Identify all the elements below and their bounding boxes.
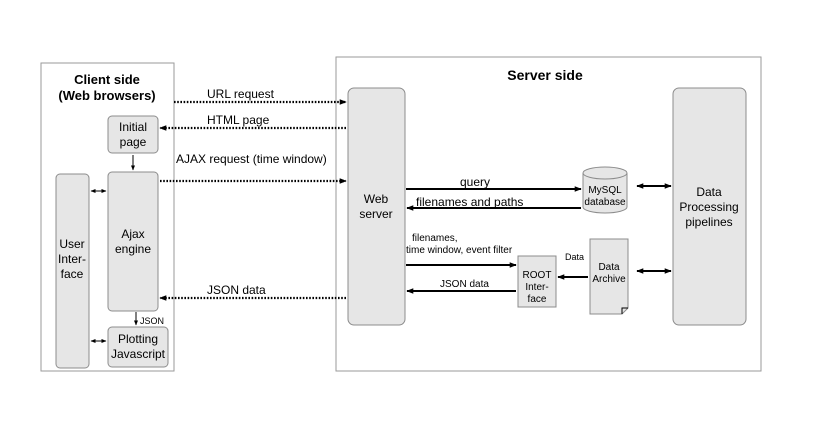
ajax-engine-node xyxy=(107,171,159,312)
user-interface-node xyxy=(55,173,90,369)
json-data-server-label: JSON data xyxy=(440,279,489,290)
user-interface-label-3: face xyxy=(61,267,84,281)
filter-label-2: time window, event filter xyxy=(406,245,513,256)
data-small-label: Data xyxy=(565,252,584,262)
query-label: query xyxy=(460,175,490,189)
json-small-label: JSON xyxy=(140,316,164,326)
data-archive-node xyxy=(589,238,629,315)
client-side-title: Client side xyxy=(74,72,140,87)
filter-label-1: filenames, xyxy=(412,233,458,244)
ajax-request-label: AJAX request (time window) xyxy=(176,152,327,166)
root-label-3: face xyxy=(528,294,547,305)
initial-page-node xyxy=(107,115,159,154)
root-label-1: ROOT xyxy=(523,270,552,281)
filenames-paths-label: filenames and paths xyxy=(416,195,523,209)
plotting-label-2: Javascript xyxy=(111,347,166,361)
pipelines-label-3: pipelines xyxy=(685,215,732,229)
client-side-subtitle: (Web browsers) xyxy=(58,88,155,103)
data-archive-label-1: Data xyxy=(598,262,620,273)
server-side-title: Server side xyxy=(507,67,583,83)
user-interface-label-2: Inter- xyxy=(58,252,86,266)
data-archive-label-2: Archive xyxy=(592,274,626,285)
web-server-label-1: Web xyxy=(364,192,389,206)
mysql-label-1: MySQL xyxy=(588,185,622,196)
url-request-label: URL request xyxy=(207,87,275,101)
root-label-2: Inter- xyxy=(525,282,548,293)
initial-page-label-2: page xyxy=(120,135,147,149)
user-interface-label-1: User xyxy=(59,237,84,251)
web-server-node xyxy=(347,87,406,326)
mysql-database-node xyxy=(582,166,628,214)
html-page-label: HTML page xyxy=(207,113,270,127)
initial-page-label-1: Initial xyxy=(119,120,147,134)
pipelines-label-1: Data xyxy=(696,185,722,199)
mysql-label-2: database xyxy=(584,197,626,208)
ajax-engine-label-1: Ajax xyxy=(121,227,144,241)
data-processing-node xyxy=(672,87,747,326)
json-data-client-label: JSON data xyxy=(207,283,266,297)
web-server-label-2: server xyxy=(359,207,392,221)
ajax-engine-label-2: engine xyxy=(115,242,151,256)
plotting-javascript-node xyxy=(107,326,169,368)
root-interface-node xyxy=(517,255,557,308)
pipelines-label-2: Processing xyxy=(679,200,738,214)
plotting-label-1: Plotting xyxy=(118,332,158,346)
